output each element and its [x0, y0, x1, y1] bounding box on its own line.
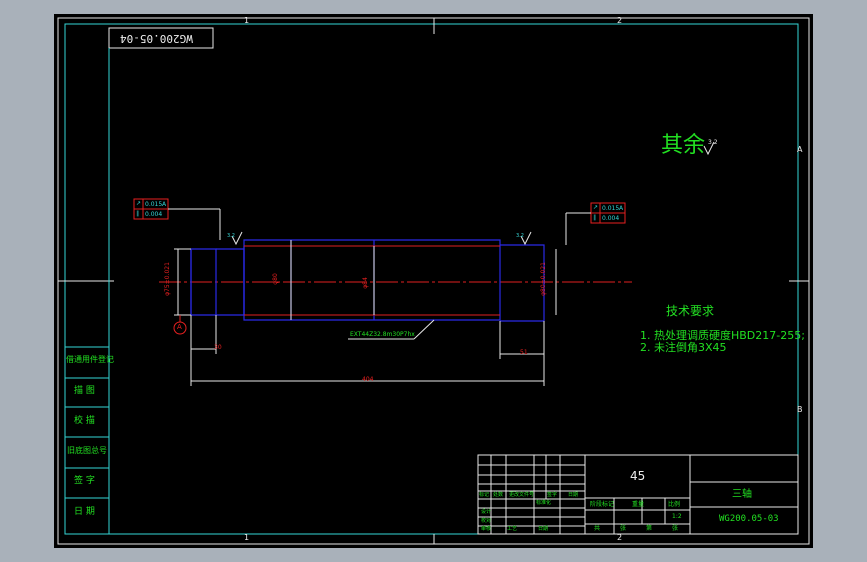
drawing-sheet: 1 2 1 2 A B WG200.05-04 其余 3.2 技术要求 1. 热… [54, 14, 813, 548]
zone-letter-b: B [797, 405, 803, 414]
gdt-left-symbol-1: ↗ [136, 200, 142, 207]
role-review: 审核 [481, 526, 492, 532]
rev-header-count: 处数 [493, 492, 504, 498]
gdt-left-symbol-2: ∥ [136, 210, 139, 217]
gdt-right-value-1: 0.015 [602, 205, 620, 212]
surface-finish-note: 其余 [661, 133, 706, 158]
drawing-graphics [57, 17, 810, 545]
left-block-row-6: 日 期 [74, 507, 95, 517]
title-material: 45 [630, 469, 646, 483]
weight-label: 重量 [632, 501, 645, 508]
zone-bottom-1: 1 [244, 533, 250, 542]
dim-dia-center: φ84 [361, 277, 369, 289]
title-drawing-number: WG200.05-03 [719, 514, 779, 524]
zone-letter-a: A [797, 145, 803, 154]
dim-right-shoulder: 51 [520, 349, 528, 356]
title-part-name: 三轴 [732, 489, 752, 500]
role-check: 校对 [481, 518, 492, 524]
dim-dia-left: φ75±0.021 [163, 262, 171, 296]
dim-overall: 404 [362, 376, 374, 383]
rev-header-sign: 签字 [547, 492, 558, 498]
dim-left-shoulder: 30 [214, 344, 222, 351]
zone-top-1: 1 [244, 16, 250, 25]
drawing-number-top: WG200.05-04 [120, 32, 193, 45]
role-process: 工艺 [507, 526, 518, 532]
scale-value: 1:2 [672, 513, 682, 520]
sheet-label-no: 第 [646, 525, 653, 532]
left-block-row-4: 旧底图总号 [67, 446, 107, 455]
gdt-right-value-2: 0.004 [602, 215, 620, 222]
role-design: 设计 [481, 509, 492, 515]
roughness-right: 3.2 [516, 233, 524, 239]
surface-finish-symbol-value: 3.2 [708, 139, 718, 146]
dim-dia-mid: φ80 [271, 273, 279, 285]
rev-header-mark: 标记 [479, 492, 490, 498]
left-block-row-1: 借通用件登记 [66, 355, 114, 364]
left-block-row-5: 签 字 [74, 476, 95, 486]
tech-requirement-2: 2. 未注倒角3X45 [640, 341, 727, 354]
rev-header-date: 日期 [568, 492, 579, 498]
sheet-label-sheets-1: 张 [620, 525, 627, 532]
left-block-row-2: 描 图 [74, 386, 95, 396]
stage-label: 阶段标记 [590, 501, 615, 508]
zone-bottom-2: 2 [617, 533, 623, 542]
gdt-left-datum-1: A [162, 201, 167, 208]
tech-requirement-1: 1. 热处理调质硬度HBD217-255; [640, 329, 805, 342]
spline-note: EXT44Z32.8m30P7hx [350, 331, 415, 338]
role-standard: 标准化 [536, 500, 552, 506]
datum-label: A [177, 323, 182, 331]
left-block-row-3: 校 描 [74, 416, 95, 426]
scale-label: 比例 [668, 501, 681, 508]
gdt-right-symbol-1: ↗ [593, 204, 599, 211]
tech-requirements-title: 技术要求 [666, 304, 715, 318]
gdt-right-symbol-2: ∥ [593, 214, 596, 221]
rev-header-doc: 更改文件号 [509, 492, 535, 498]
sheet-label-sheets-2: 张 [672, 525, 679, 532]
roughness-mid: 3.2 [227, 233, 235, 239]
role-date: 日期 [538, 526, 549, 532]
gdt-left-value-1: 0.015 [145, 201, 163, 208]
sheet-label-total: 共 [594, 525, 601, 532]
gdt-right-datum-1: A [619, 205, 624, 212]
zone-top-2: 2 [617, 16, 623, 25]
gdt-left-value-2: 0.004 [145, 211, 163, 218]
dim-dia-right: φ80±0.021 [539, 262, 547, 296]
